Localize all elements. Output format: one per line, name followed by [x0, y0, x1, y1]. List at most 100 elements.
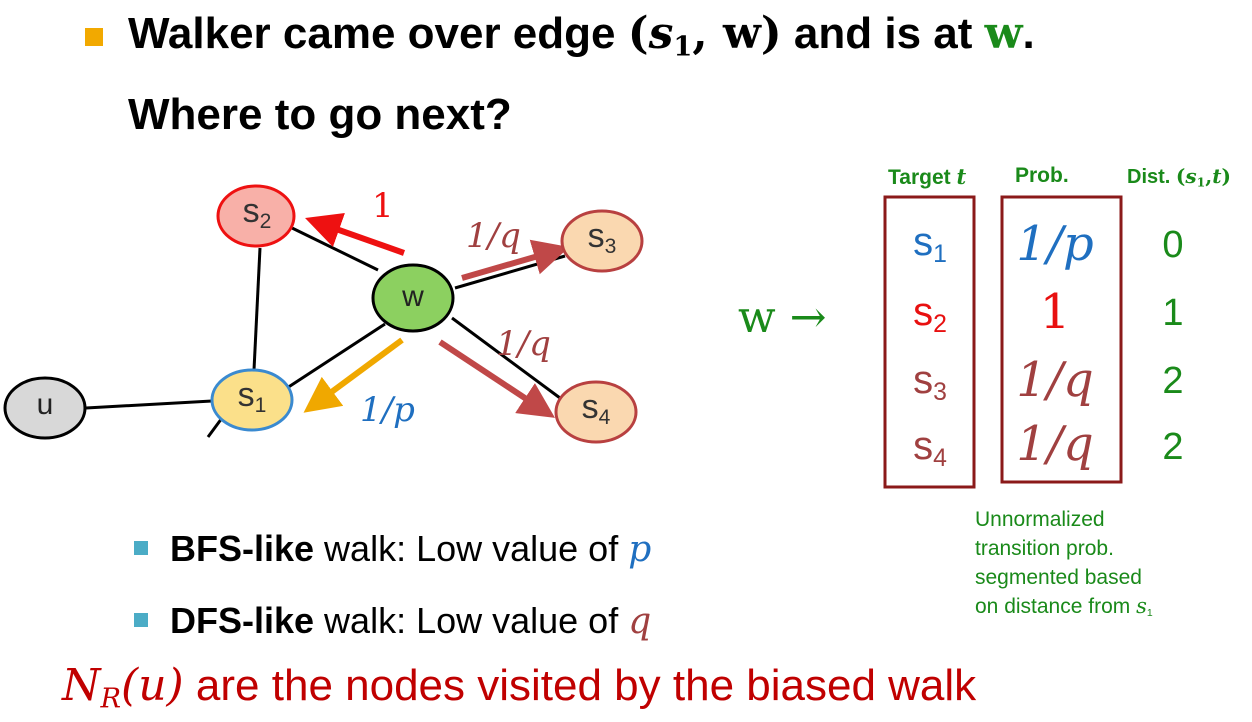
bullet-dfs-marker — [134, 613, 148, 627]
row-1-target: s1 — [885, 220, 975, 269]
node-s3 — [560, 209, 644, 273]
note-line-4: on distance from s1 — [975, 592, 1153, 628]
edge-s2-w — [289, 225, 379, 272]
row-4-prob: 1/q — [1016, 416, 1094, 472]
node-u-label: u — [36, 388, 54, 421]
edge-s1-down — [206, 417, 224, 438]
node-s1 — [210, 368, 294, 432]
row-4-target-sub: 4 — [933, 444, 947, 472]
title-edge-open: ( — [627, 8, 649, 59]
title-w: w — [984, 8, 1023, 59]
node-s2-sub: 2 — [259, 209, 272, 233]
header-dist-t: t — [1212, 164, 1222, 188]
row-2-target: s2 — [885, 290, 975, 339]
row-1-target-letter: s — [913, 220, 934, 264]
prob-column-box — [1000, 195, 1123, 484]
header-target-var: t — [956, 164, 967, 189]
edge-label-to-s3: 1/q — [466, 216, 521, 256]
node-s4-label: s4 — [561, 388, 631, 430]
header-dist-s: s — [1185, 164, 1197, 188]
source-w-arrow: w → — [738, 292, 827, 343]
title-edge-close: ) — [760, 8, 782, 59]
row-3-target-letter: s — [913, 358, 934, 402]
bottom-n: N — [62, 660, 101, 711]
node-s4 — [554, 380, 638, 444]
header-target: Target t — [888, 164, 966, 190]
arrow-to-s4 — [438, 339, 556, 418]
arrow-to-s2 — [305, 213, 406, 256]
header-dist: Dist. (s1,t) — [1127, 164, 1231, 189]
node-s4-sub: 4 — [598, 405, 611, 429]
node-w-label: w — [402, 280, 424, 313]
title-middle: and is at — [781, 9, 985, 58]
arrow-to-s3 — [461, 239, 570, 281]
bullet-bfs-text: walk: Low value of — [314, 528, 629, 569]
node-s1-sub: 1 — [254, 393, 267, 417]
edge-u-s1 — [85, 399, 213, 410]
node-s4-letter: s — [581, 388, 599, 426]
bullet-bfs-marker — [134, 541, 148, 555]
target-column-box — [883, 195, 976, 489]
row-1-target-sub: 1 — [933, 240, 947, 268]
header-prob: Prob. — [1015, 164, 1069, 187]
row-3-target-sub: 3 — [933, 378, 947, 406]
header-dist-comma: , — [1205, 164, 1213, 188]
node-s3-sub: 3 — [604, 234, 617, 258]
row-2-target-sub: 2 — [933, 310, 947, 338]
node-s3-label: s3 — [567, 217, 637, 259]
bottom-arg: (u) — [121, 660, 184, 711]
bullet-dfs-bold: DFS-like — [170, 600, 315, 641]
title-line-1: Walker came over edge (s1, w) and is at … — [128, 8, 1035, 63]
row-3-target: s3 — [885, 358, 975, 407]
bullet-dfs-text: walk: Low value of — [314, 600, 629, 641]
bullet-dfs: DFS-like walk: Low value of q — [170, 600, 651, 642]
row-2-prob: 1 — [1039, 284, 1071, 340]
row-4-target: s4 — [885, 424, 975, 473]
header-dist-open: ( — [1175, 164, 1186, 188]
node-s1-label: s1 — [217, 376, 287, 418]
edge-w-s3 — [454, 254, 566, 290]
row-2-target-letter: s — [913, 290, 934, 334]
row-1-dist: 0 — [1162, 224, 1184, 266]
bullet-bfs-bold: BFS-like — [170, 528, 315, 569]
note-line-1: Unnormalized — [975, 508, 1105, 531]
title-prefix: Walker came over edge — [128, 9, 628, 58]
edge-label-to-s4: 1/q — [496, 324, 551, 364]
row-3-dist: 2 — [1162, 360, 1184, 402]
note-line-3: segmented based — [975, 566, 1142, 589]
row-3-prob: 1/q — [1016, 352, 1094, 408]
bullet-bfs: BFS-like walk: Low value of p — [170, 528, 651, 570]
note-var-sub: 1 — [1146, 606, 1153, 619]
bottom-n-sub: R — [100, 683, 122, 715]
node-w — [371, 263, 455, 333]
note-line-4-text: on distance from — [975, 595, 1137, 618]
row-4-dist: 2 — [1162, 426, 1184, 468]
node-u — [3, 376, 87, 440]
row-2-dist: 1 — [1162, 292, 1184, 334]
title-edge-w: , w — [692, 8, 761, 59]
bullet-dfs-var: q — [628, 601, 652, 642]
edge-s2-s1 — [252, 247, 262, 371]
bottom-text: are the nodes visited by the biased walk — [183, 661, 977, 710]
node-s1-letter: s — [237, 376, 255, 414]
edge-label-to-s2: 1 — [372, 186, 394, 226]
row-1-prob: 1/p — [1016, 216, 1094, 272]
node-s3-letter: s — [587, 217, 605, 255]
node-s2-letter: s — [242, 192, 260, 230]
bottom-statement: NR(u) are the nodes visited by the biase… — [62, 660, 976, 715]
note-var: s — [1136, 594, 1147, 618]
header-dist-close: ) — [1221, 164, 1231, 188]
title-bullet — [85, 28, 103, 46]
row-4-target-letter: s — [913, 424, 934, 468]
bullet-bfs-var: p — [628, 529, 652, 570]
header-target-text: Target — [888, 166, 957, 189]
node-s2-label: s2 — [222, 192, 292, 234]
header-dist-sub: 1 — [1196, 174, 1206, 190]
header-dist-text: Dist. — [1127, 166, 1176, 188]
edge-label-to-s1: 1/p — [360, 390, 415, 430]
arrow-to-s1 — [303, 337, 404, 413]
transition-note: Unnormalized transition prob. segmented … — [975, 505, 1153, 628]
note-line-2: transition prob. — [975, 537, 1114, 560]
edge-w-s1 — [286, 322, 386, 390]
